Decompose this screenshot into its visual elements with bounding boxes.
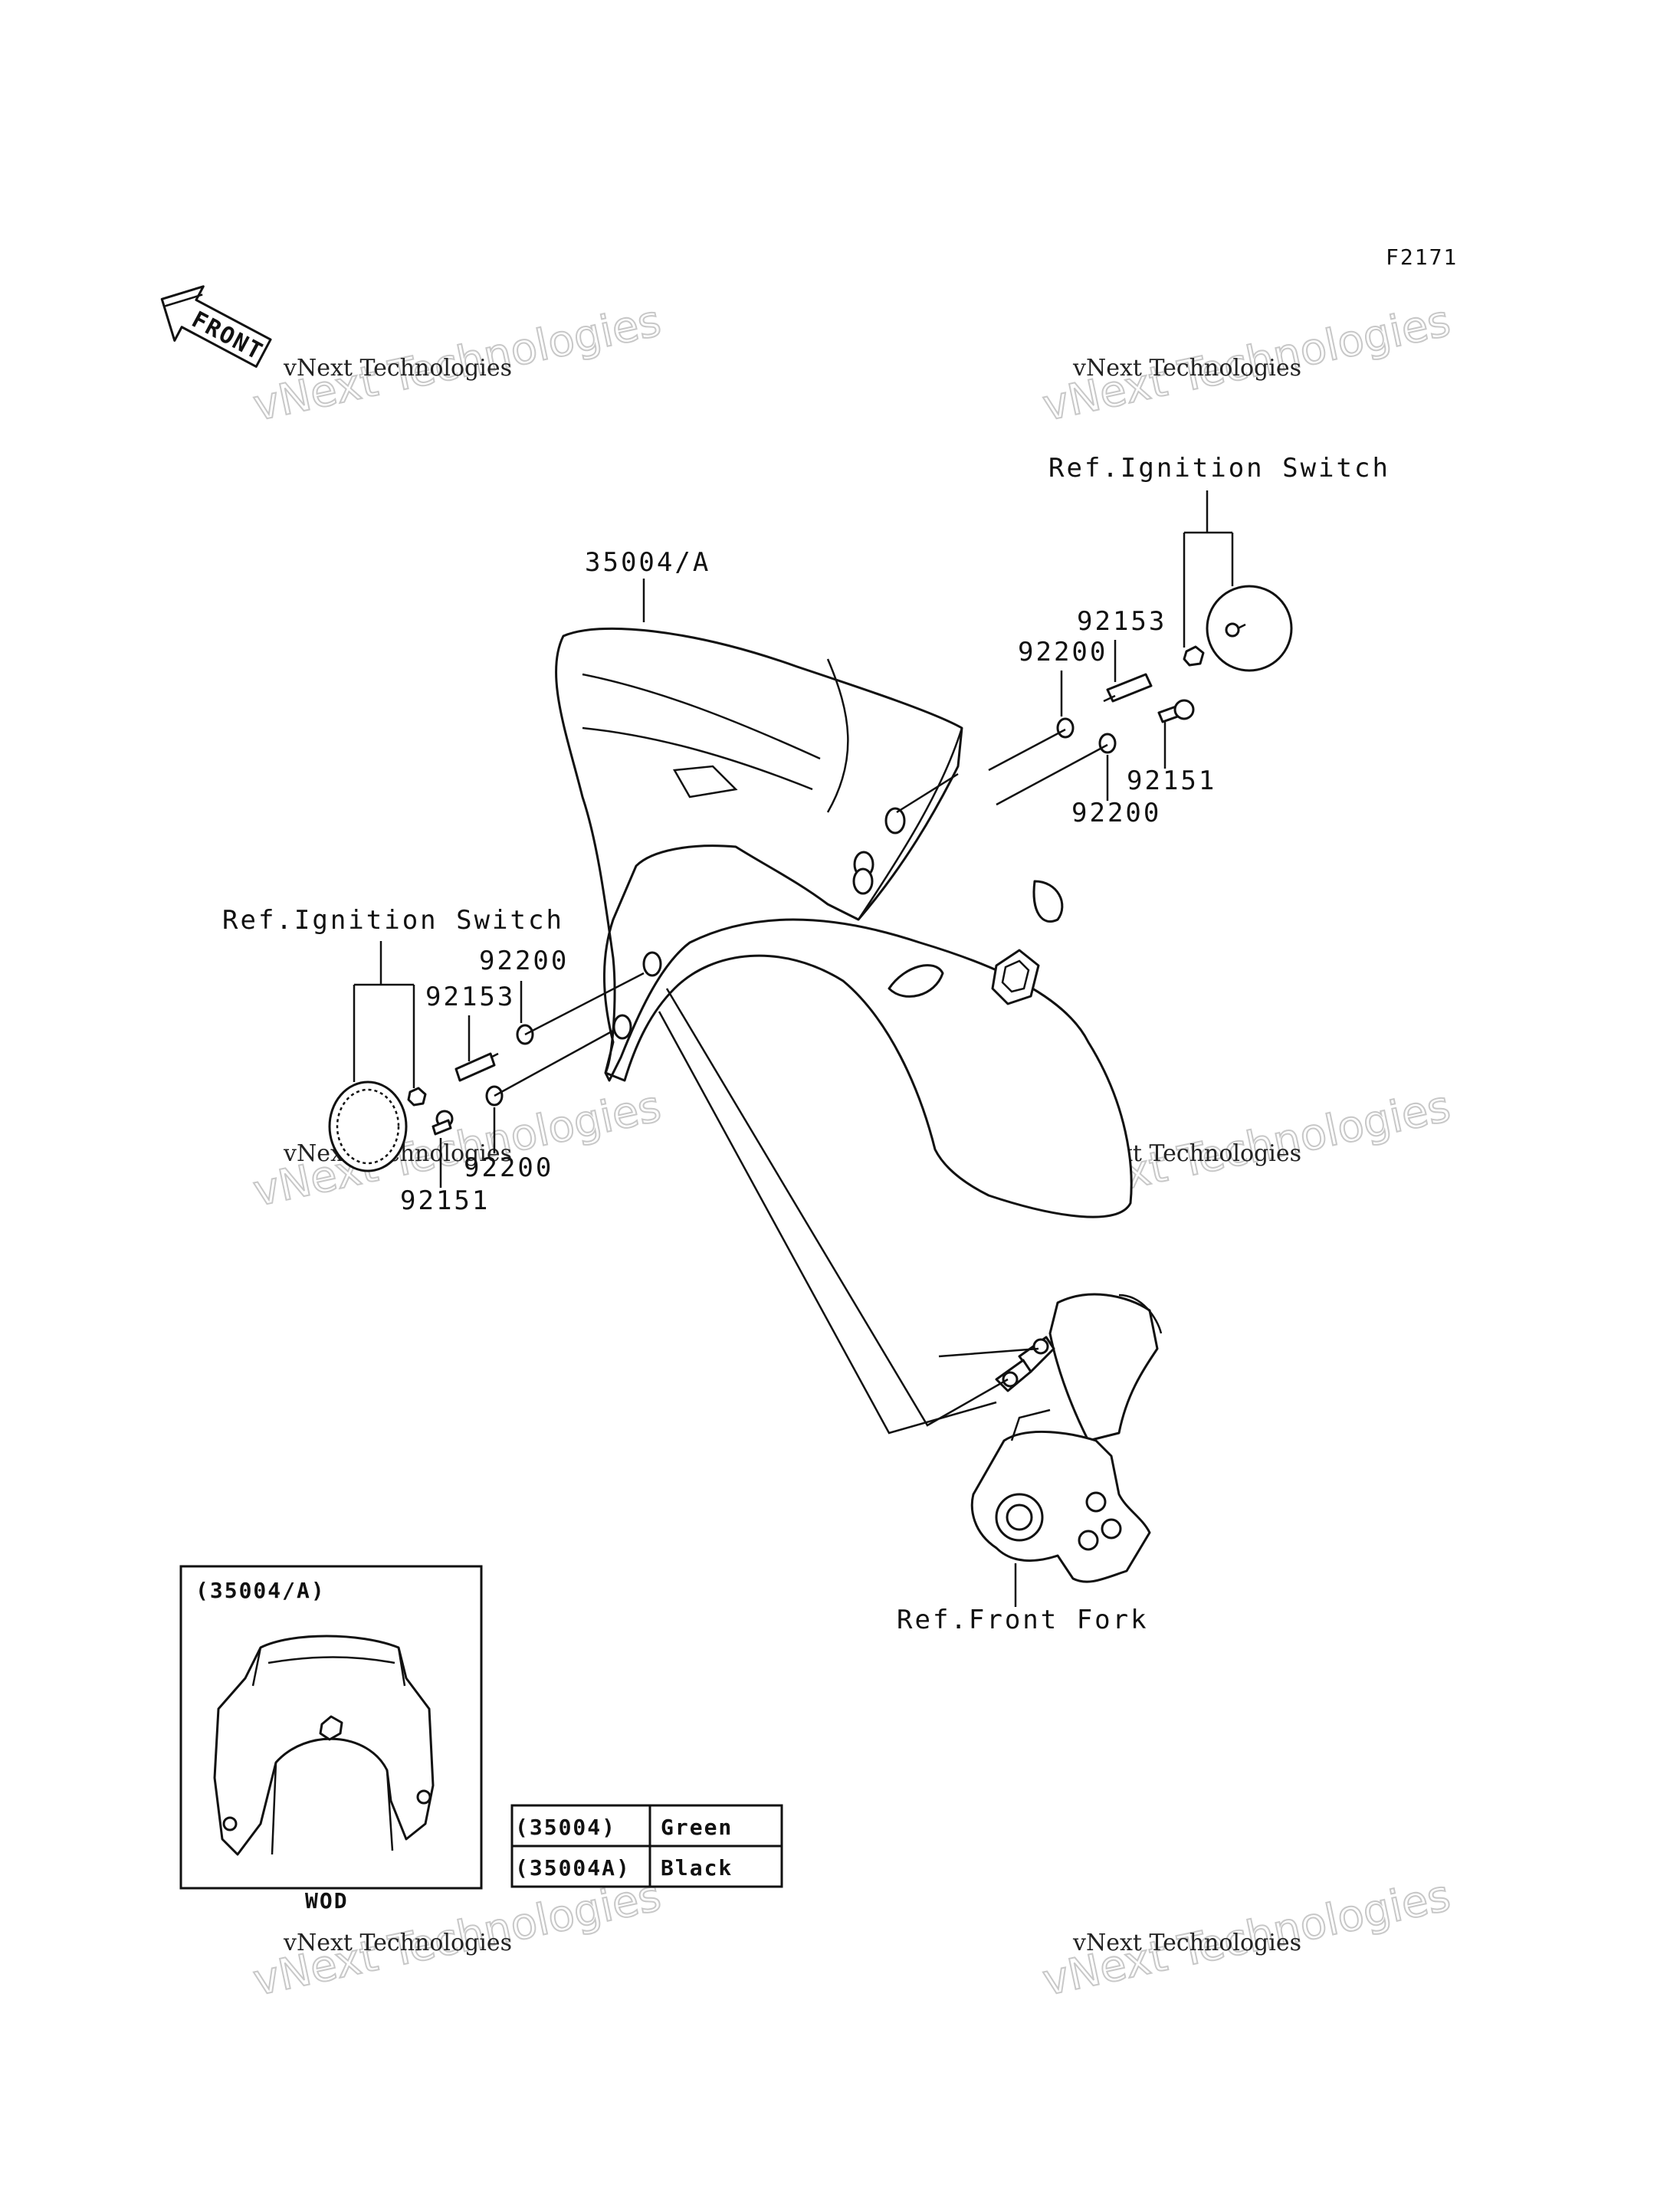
color-table-color-1: Black: [661, 1855, 733, 1881]
color-table-code-1: (35004A): [515, 1855, 631, 1881]
callout-ref-ignition-top: Ref.Ignition Switch: [1048, 453, 1390, 484]
svg-text:vNext Technologies: vNext Technologies: [283, 355, 512, 382]
fastener-group-right: [896, 585, 1293, 814]
watermark-1: vNext Technologies vNext Technologies: [248, 295, 666, 431]
callout-92200-left-a: 92200: [479, 946, 569, 976]
color-table-code-0: (35004): [515, 1815, 616, 1840]
callout-92200-top-b: 92200: [1071, 798, 1161, 828]
watermark-6: vNext Technologies vNext Technologies: [1038, 1870, 1455, 2006]
front-fender: [555, 627, 1133, 1218]
fastener-group-left: [328, 972, 645, 1172]
callout-92200-left-b: 92200: [464, 1153, 553, 1183]
color-table-color-0: Green: [661, 1815, 733, 1840]
callout-92200-top-a: 92200: [1018, 637, 1107, 667]
inset-box: (35004/A) WOD: [179, 1565, 483, 1913]
callout-ref-ignition-left: Ref.Ignition Switch: [222, 905, 564, 936]
callout-fender: 35004/A: [585, 547, 710, 578]
svg-text:vNext Technologies: vNext Technologies: [1072, 1930, 1301, 1956]
svg-text:vNext Technologies: vNext Technologies: [283, 1930, 512, 1956]
callout-92153-left: 92153: [425, 982, 515, 1012]
callout-ref-front-fork: Ref.Front Fork: [897, 1605, 1149, 1635]
callout-92151-top: 92151: [1127, 766, 1216, 796]
figure-code: F2171: [1386, 244, 1458, 270]
callout-92151-left: 92151: [400, 1185, 490, 1216]
front-arrow-label: FRONT: [187, 307, 267, 366]
front-arrow-icon: FRONT: [160, 285, 272, 368]
inset-label: WOD: [305, 1888, 349, 1913]
svg-text:vNext Technologies: vNext Technologies: [1072, 355, 1301, 382]
color-table: (35004) Green (35004A) Black: [510, 1804, 783, 1888]
inset-title: (35004/A): [195, 1578, 326, 1603]
front-fork: [658, 988, 1163, 1583]
watermark-2: vNext Technologies vNext Technologies: [1038, 295, 1455, 431]
callout-92153-top: 92153: [1077, 606, 1166, 637]
